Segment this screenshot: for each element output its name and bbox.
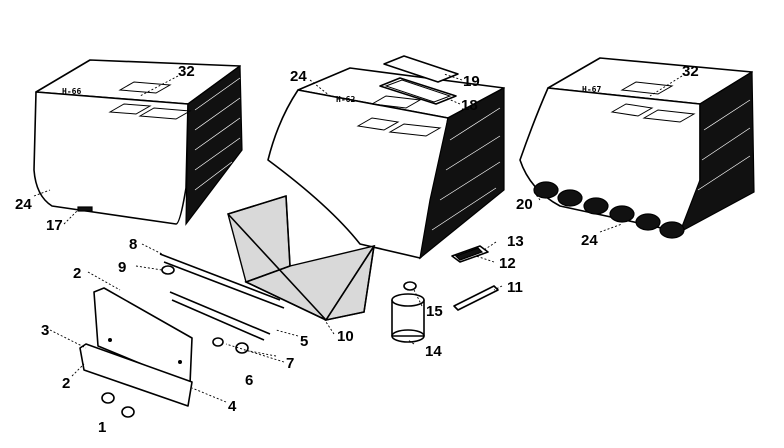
label-18: 18 <box>461 97 478 114</box>
bracket-11 <box>453 285 499 311</box>
rod-8-edge <box>163 261 285 309</box>
hood-left: H-66 <box>33 59 243 226</box>
rod-5 <box>169 291 271 335</box>
grommet-7 <box>212 337 224 347</box>
label-14: 14 <box>425 343 442 360</box>
clip-9 <box>161 265 175 275</box>
label-32b: 32 <box>682 63 699 80</box>
label-4: 4 <box>228 398 237 415</box>
switch-block <box>451 245 489 263</box>
label-7: 7 <box>286 355 294 372</box>
hood-left-slot <box>77 206 93 212</box>
filter-plate-18 <box>379 77 457 105</box>
rod-5-edge <box>171 299 265 341</box>
hood-right-model-tag: H-67 <box>582 85 601 94</box>
label-3: 3 <box>41 322 49 339</box>
label-17: 17 <box>46 217 63 234</box>
filter-plate-19 <box>383 55 459 83</box>
hood-left-grille-lines <box>194 77 241 191</box>
label-24a: 24 <box>15 196 32 213</box>
label-32a: 32 <box>178 63 195 80</box>
hood-right: H-67 <box>519 57 755 239</box>
label-11: 11 <box>507 279 523 296</box>
part-number-labels: 32 24 19 18 32 24 17 20 24 8 9 2 3 2 1 4… <box>15 63 699 436</box>
front-panel <box>79 287 193 407</box>
label-6: 6 <box>245 372 253 389</box>
label-2a: 2 <box>73 265 81 282</box>
label-9: 9 <box>118 259 126 276</box>
motor <box>391 281 425 343</box>
hood-right-rollers <box>533 181 685 239</box>
label-10: 10 <box>337 328 354 345</box>
label-15: 15 <box>426 303 443 320</box>
label-5: 5 <box>300 333 308 350</box>
rod-8 <box>159 253 281 301</box>
label-24b: 24 <box>290 68 307 85</box>
label-2b: 2 <box>62 375 70 392</box>
grommet-6 <box>235 342 249 354</box>
hood-right-grille-lines <box>697 99 751 191</box>
filter-basket <box>227 195 376 322</box>
label-8: 8 <box>129 236 137 253</box>
knobs <box>101 392 135 418</box>
hood-left-model-tag: H-66 <box>62 87 81 96</box>
label-12: 12 <box>499 255 516 272</box>
label-20: 20 <box>516 196 533 213</box>
leader-lines <box>33 73 683 403</box>
label-1: 1 <box>98 419 106 436</box>
label-13: 13 <box>507 233 524 250</box>
hood-center-grille-lines <box>431 107 501 231</box>
label-19: 19 <box>463 73 480 90</box>
label-24c: 24 <box>581 232 598 249</box>
hood-center-model-tag: H-62 <box>336 95 355 104</box>
